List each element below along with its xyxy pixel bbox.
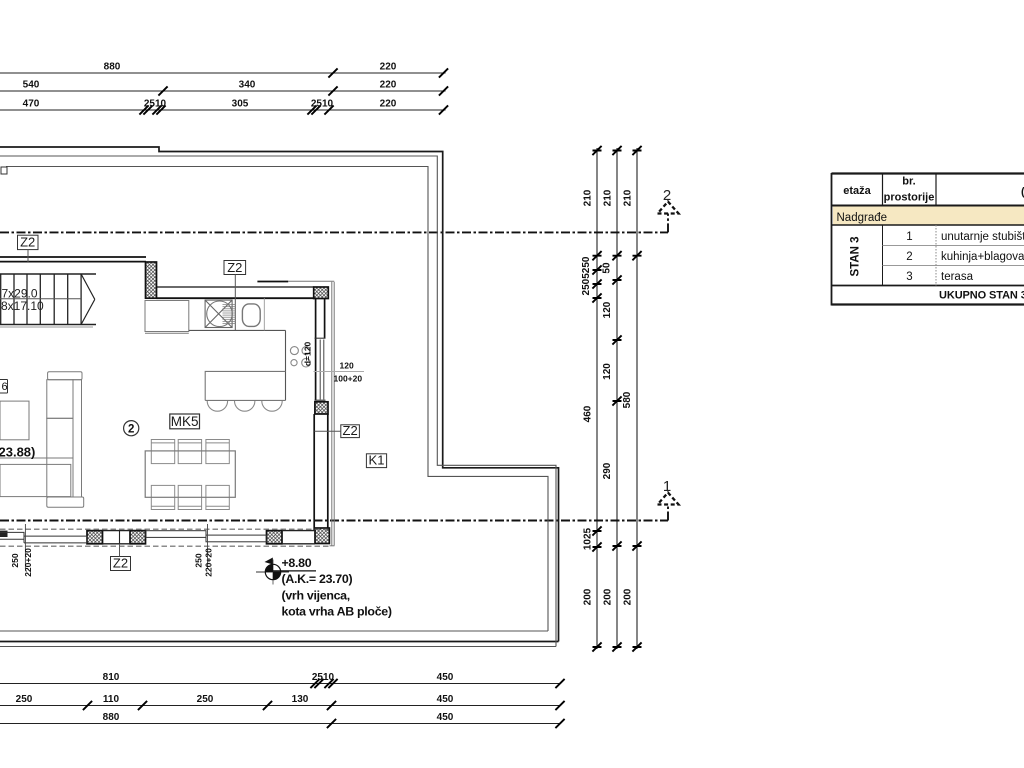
svg-text:220+20: 220+20	[23, 548, 33, 577]
svg-text:100+20: 100+20	[334, 374, 363, 384]
svg-text:210: 210	[583, 189, 594, 206]
svg-text:etaža: etaža	[843, 185, 871, 197]
svg-text:(A.K.= 23.70): (A.K.= 23.70)	[282, 572, 353, 586]
svg-text:1025: 1025	[583, 527, 594, 550]
svg-text:Z2: Z2	[113, 556, 128, 571]
svg-text:MK5: MK5	[171, 414, 199, 429]
svg-text:2: 2	[663, 187, 671, 204]
svg-text:450: 450	[437, 694, 454, 705]
svg-text:unutarnje stubište: unutarnje stubište	[941, 231, 1024, 243]
svg-text:8x17.10: 8x17.10	[1, 299, 44, 313]
svg-text:130: 130	[292, 694, 309, 705]
svg-text:250: 250	[194, 553, 204, 567]
svg-text:210: 210	[603, 189, 614, 206]
svg-text:250: 250	[197, 694, 214, 705]
svg-text:810: 810	[103, 672, 120, 683]
svg-text:3: 3	[906, 271, 912, 283]
svg-text:200: 200	[623, 588, 634, 605]
svg-text:120: 120	[602, 363, 613, 380]
svg-text:kuhinja+blagovaon: kuhinja+blagovaon	[941, 251, 1024, 263]
svg-text:470: 470	[23, 99, 40, 110]
svg-text:2510: 2510	[312, 672, 335, 683]
svg-text:460: 460	[583, 405, 594, 422]
svg-text:2510: 2510	[311, 99, 334, 110]
svg-text:210: 210	[623, 189, 634, 206]
svg-text:UKUPNO STAN 3:: UKUPNO STAN 3:	[939, 290, 1024, 302]
svg-text:6: 6	[2, 381, 8, 393]
svg-text:STAN 3: STAN 3	[850, 236, 862, 276]
svg-text:200: 200	[583, 588, 594, 605]
svg-text:120: 120	[602, 301, 613, 318]
svg-text:K1: K1	[369, 453, 385, 468]
svg-text:7x29.0: 7x29.0	[2, 287, 38, 301]
svg-text:+8.80: +8.80	[282, 556, 312, 570]
svg-text:305: 305	[232, 99, 249, 110]
svg-text:120: 120	[340, 361, 354, 371]
svg-text:2510: 2510	[144, 99, 167, 110]
svg-text:1: 1	[906, 231, 912, 243]
svg-text:220+20: 220+20	[204, 548, 214, 577]
svg-text:200: 200	[603, 588, 614, 605]
svg-text:23.88): 23.88)	[0, 445, 35, 460]
svg-text:250: 250	[10, 553, 20, 567]
svg-text:540: 540	[23, 80, 40, 91]
svg-text:220: 220	[380, 62, 397, 73]
svg-text:d=120: d=120	[303, 342, 313, 367]
svg-text:Z2: Z2	[343, 423, 358, 438]
svg-text:450: 450	[437, 712, 454, 723]
svg-text:290: 290	[602, 462, 613, 479]
svg-text:580: 580	[622, 391, 633, 408]
svg-text:(: (	[1021, 186, 1024, 198]
svg-text:450: 450	[437, 672, 454, 683]
svg-text:Nadgrađe: Nadgrađe	[837, 212, 888, 224]
svg-text:50: 50	[602, 262, 613, 274]
svg-text:220: 220	[380, 99, 397, 110]
svg-text:340: 340	[239, 80, 256, 91]
svg-text:Z2: Z2	[227, 260, 242, 275]
svg-text:880: 880	[103, 712, 120, 723]
svg-text:2: 2	[128, 423, 134, 435]
svg-text:Z2: Z2	[20, 235, 35, 250]
svg-text:110: 110	[103, 694, 120, 705]
svg-text:2: 2	[906, 251, 912, 263]
svg-text:1: 1	[663, 478, 671, 495]
svg-text:250: 250	[16, 694, 33, 705]
svg-text:220: 220	[380, 80, 397, 91]
svg-text:(vrh vijenca,: (vrh vijenca,	[282, 589, 350, 603]
svg-text:br.: br.	[902, 176, 915, 188]
svg-text:880: 880	[104, 62, 121, 73]
svg-text:terasa: terasa	[941, 271, 974, 283]
svg-text:prostorije: prostorije	[884, 192, 935, 204]
svg-text:kota vrha AB ploče): kota vrha AB ploče)	[282, 605, 392, 619]
svg-text:2505250: 2505250	[581, 256, 592, 295]
